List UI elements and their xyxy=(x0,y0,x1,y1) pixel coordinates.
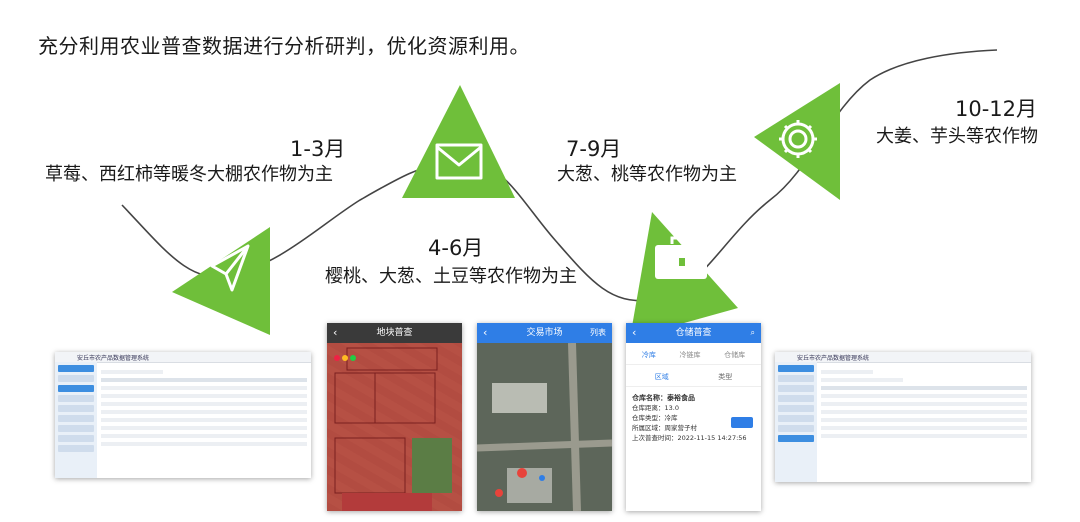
desktop-left-title: 安丘市农产品数据管理系统 xyxy=(77,355,150,362)
desktop-screenshot-right: 安丘市农产品数据管理系统 xyxy=(775,352,1031,482)
desktop-screenshot-left: 安丘市农产品数据管理系统 xyxy=(55,352,311,478)
timeline-month-4: 10-12月 xyxy=(955,97,1038,121)
tab-cold-storage[interactable]: 冷库 xyxy=(641,351,656,359)
desktop-right-sidebar xyxy=(775,362,817,482)
desktop-right-table xyxy=(821,366,1027,478)
timeline-month-2: 4-6月 xyxy=(428,236,484,260)
timeline-crops-1: 草莓、西红柿等暖冬大棚农作物为主 xyxy=(45,164,333,185)
back-arrow-icon[interactable]: ‹ xyxy=(333,326,338,339)
timeline-triangle-2 xyxy=(402,85,515,198)
paper-plane-icon xyxy=(210,244,250,292)
market-map[interactable] xyxy=(477,342,612,511)
phone1-title: 地块普查 xyxy=(376,328,413,338)
back-arrow-icon[interactable]: ‹ xyxy=(483,326,488,339)
warehouse-filters: 区域 类型 xyxy=(626,365,761,387)
phone-screenshot-plot-survey: ‹ 地块普查 xyxy=(327,323,462,511)
warehouse-card-1[interactable]: 仓库名称：泰裕食品 仓库距离：13.0 仓库类型：冷库 所属区域：周家营子村 上… xyxy=(632,393,755,443)
timeline-crops-2: 樱桃、大葱、土豆等农作物为主 xyxy=(325,266,577,287)
list-link[interactable]: 列表 xyxy=(590,328,606,337)
envelope-icon xyxy=(435,143,483,180)
briefcase-icon xyxy=(655,236,707,279)
phone-screenshot-warehouse: ‹ 仓储普查 ⌕ 冷库 冷链库 仓储库 区域 类型 仓库名称：泰裕食品 仓库距离… xyxy=(626,323,761,511)
phone-screenshot-market: ‹ 交易市场 列表 xyxy=(477,323,612,511)
back-arrow-icon[interactable]: ‹ xyxy=(632,326,637,339)
tab-warehouse[interactable]: 仓储库 xyxy=(724,351,746,359)
desktop-right-title: 安丘市农产品数据管理系统 xyxy=(797,355,870,362)
timeline-month-1: 1-3月 xyxy=(290,137,346,161)
phone3-title: 仓储普查 xyxy=(675,328,712,338)
timeline-triangle-4 xyxy=(754,83,840,200)
gear-icon xyxy=(779,120,817,158)
phone2-title: 交易市场 xyxy=(526,328,563,338)
desktop-left-sidebar xyxy=(55,362,97,478)
headline: 充分利用农业普查数据进行分析研判，优化资源利用。 xyxy=(38,34,530,58)
timeline-crops-3: 大葱、桃等农作物为主 xyxy=(557,164,737,185)
timeline-month-3: 7-9月 xyxy=(566,137,622,161)
timeline-crops-4: 大姜、芋头等农作物 xyxy=(876,126,1038,147)
desktop-left-table xyxy=(101,366,307,474)
warehouse-tabs: 冷库 冷链库 仓储库 xyxy=(626,343,761,365)
search-icon[interactable]: ⌕ xyxy=(750,328,755,337)
satellite-map[interactable] xyxy=(327,343,462,511)
tab-cold-chain[interactable]: 冷链库 xyxy=(679,351,701,359)
filter-region[interactable]: 区域 xyxy=(654,373,669,381)
timeline-triangle-1 xyxy=(172,227,270,335)
navigate-button[interactable] xyxy=(731,417,753,428)
filter-type[interactable]: 类型 xyxy=(718,373,733,381)
